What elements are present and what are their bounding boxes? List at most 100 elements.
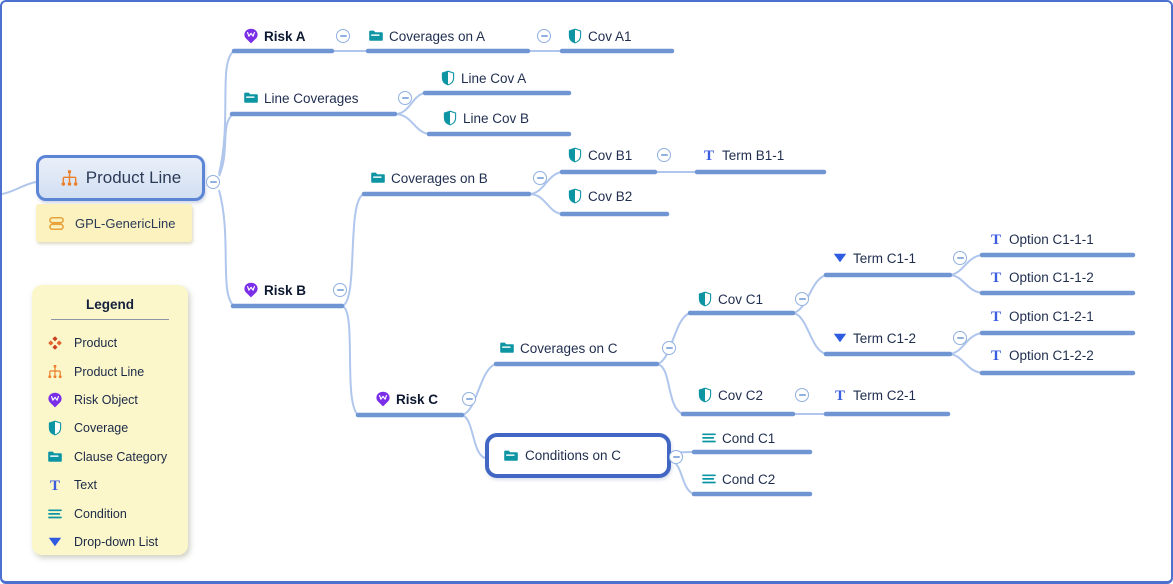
node-label: Cond C2 bbox=[722, 471, 776, 487]
node-coverages-on-b[interactable]: Coverages on B bbox=[370, 168, 488, 188]
product-icon bbox=[48, 336, 62, 350]
node-term-c2-1[interactable]: T Term C2-1 bbox=[832, 385, 916, 405]
legend-item-dropdown-list: Drop-down List bbox=[32, 528, 188, 556]
node-label: Option C1-2-2 bbox=[1009, 347, 1094, 363]
dropdown-icon bbox=[48, 537, 62, 547]
node-label: Term B1-1 bbox=[722, 147, 785, 163]
node-option-c1-1-2[interactable]: T Option C1-1-2 bbox=[988, 267, 1094, 287]
product-line-icon bbox=[48, 364, 62, 378]
node-option-c1-2-1[interactable]: T Option C1-2-1 bbox=[988, 306, 1094, 326]
node-cov-c1[interactable]: Cov C1 bbox=[697, 289, 763, 309]
collapse-button-term-c1-2[interactable] bbox=[953, 331, 967, 345]
tag-label: GPL-GenericLine bbox=[75, 215, 176, 231]
legend-label: Text bbox=[74, 478, 97, 493]
node-tag-gpl-genericline[interactable]: GPL-GenericLine bbox=[36, 204, 192, 242]
collapse-button-term-c1-1[interactable] bbox=[953, 251, 967, 265]
node-conditions-on-c-selected[interactable]: Conditions on C bbox=[485, 433, 671, 478]
node-label: Product Line bbox=[85, 168, 182, 187]
text-icon: T bbox=[991, 270, 1001, 285]
node-cov-c2[interactable]: Cov C2 bbox=[697, 385, 763, 405]
product-line-icon bbox=[61, 169, 78, 186]
node-coverages-on-a[interactable]: Coverages on A bbox=[368, 26, 485, 46]
coverage-icon bbox=[441, 70, 455, 86]
legend-label: Risk Object bbox=[74, 392, 138, 407]
text-icon: T bbox=[991, 348, 1001, 363]
coverage-icon bbox=[568, 188, 582, 204]
node-label: Conditions on C bbox=[525, 448, 622, 463]
node-option-c1-1-1[interactable]: T Option C1-1-1 bbox=[988, 229, 1094, 249]
svg-text:T: T bbox=[991, 348, 1001, 363]
collapse-button-cov-c2[interactable] bbox=[795, 388, 809, 402]
collapse-button-cov-c1[interactable] bbox=[795, 292, 809, 306]
node-label: Line Cov A bbox=[461, 70, 527, 86]
node-risk-b[interactable]: Risk B bbox=[243, 280, 306, 300]
node-label: Line Coverages bbox=[264, 90, 359, 106]
condition-icon bbox=[48, 508, 62, 518]
node-label: Coverages on B bbox=[391, 170, 488, 186]
node-cov-b1[interactable]: Cov B1 bbox=[567, 145, 632, 165]
risk-object-icon bbox=[48, 392, 62, 408]
text-icon: T bbox=[991, 309, 1001, 324]
node-label: Risk B bbox=[264, 282, 307, 298]
node-label: Line Cov B bbox=[463, 110, 530, 126]
svg-text:T: T bbox=[50, 478, 60, 493]
legend-divider bbox=[51, 319, 169, 320]
node-risk-a[interactable]: Risk A bbox=[243, 26, 306, 46]
legend-item-text: T Text bbox=[32, 471, 188, 499]
node-term-b1-1[interactable]: T Term B1-1 bbox=[701, 145, 784, 165]
text-icon: T bbox=[50, 478, 60, 493]
node-cov-a1[interactable]: Cov A1 bbox=[567, 26, 632, 46]
node-label: Cov B2 bbox=[588, 188, 633, 204]
clause-category-icon bbox=[500, 342, 514, 353]
node-term-c1-2[interactable]: Term C1-2 bbox=[832, 328, 916, 348]
node-option-c1-2-2[interactable]: T Option C1-2-2 bbox=[988, 345, 1094, 365]
svg-text:T: T bbox=[991, 270, 1001, 285]
node-label: Option C1-1-1 bbox=[1009, 231, 1094, 247]
dropdown-icon bbox=[833, 253, 847, 263]
node-risk-c[interactable]: Risk C bbox=[375, 389, 438, 409]
node-coverages-on-c[interactable]: Coverages on C bbox=[499, 338, 618, 358]
node-label: Cov A1 bbox=[588, 28, 632, 44]
legend-label: Drop-down List bbox=[74, 534, 159, 549]
node-label: Coverages on A bbox=[389, 28, 486, 44]
coverage-icon bbox=[443, 110, 457, 126]
risk-object-icon bbox=[244, 282, 258, 298]
risk-object-icon bbox=[376, 391, 390, 407]
legend-label: Product bbox=[74, 336, 118, 351]
clause-category-icon bbox=[371, 172, 385, 183]
collapse-button-risk-c[interactable] bbox=[462, 392, 476, 406]
legend-item-product-line: Product Line bbox=[32, 357, 188, 385]
collapse-button-line-coverages[interactable] bbox=[398, 91, 412, 105]
collapse-button-coverages-on-a[interactable] bbox=[537, 29, 551, 43]
legend-title: Legend bbox=[85, 297, 134, 312]
text-icon: T bbox=[835, 388, 845, 403]
node-line-cov-a[interactable]: Line Cov A bbox=[440, 68, 526, 88]
node-line-cov-b[interactable]: Line Cov B bbox=[442, 108, 529, 128]
node-cov-b2[interactable]: Cov B2 bbox=[567, 186, 632, 206]
collapse-button-coverages-on-c[interactable] bbox=[662, 341, 676, 355]
node-label: Coverages on C bbox=[520, 340, 618, 356]
legend-panel: Legend Product Product Line Risk Object … bbox=[32, 285, 188, 555]
condition-icon bbox=[702, 433, 716, 443]
collapse-button-risk-a[interactable] bbox=[336, 29, 350, 43]
legend-label: Product Line bbox=[74, 364, 145, 379]
node-label: Cov C2 bbox=[718, 387, 764, 403]
node-term-c1-1[interactable]: Term C1-1 bbox=[832, 248, 916, 268]
node-label: Term C1-1 bbox=[853, 250, 917, 266]
collapse-button-conditions-on-c[interactable] bbox=[669, 450, 683, 464]
risk-object-icon bbox=[244, 28, 258, 44]
node-cond-c1[interactable]: Cond C1 bbox=[701, 428, 775, 448]
node-product-line[interactable]: Product Line bbox=[36, 155, 205, 201]
node-cond-c2[interactable]: Cond C2 bbox=[701, 469, 775, 489]
collapse-button-coverages-on-b[interactable] bbox=[533, 171, 547, 185]
collapse-button-cov-b1[interactable] bbox=[657, 148, 671, 162]
collapse-button-risk-b[interactable] bbox=[333, 283, 347, 297]
generic-line-icon bbox=[49, 216, 64, 230]
clause-category-icon bbox=[48, 451, 62, 462]
node-line-coverages[interactable]: Line Coverages bbox=[243, 88, 359, 108]
node-label: Option C1-2-1 bbox=[1009, 308, 1094, 324]
collapse-button-product-line[interactable] bbox=[206, 175, 220, 189]
coverage-icon bbox=[568, 147, 582, 163]
coverage-icon bbox=[48, 420, 62, 436]
